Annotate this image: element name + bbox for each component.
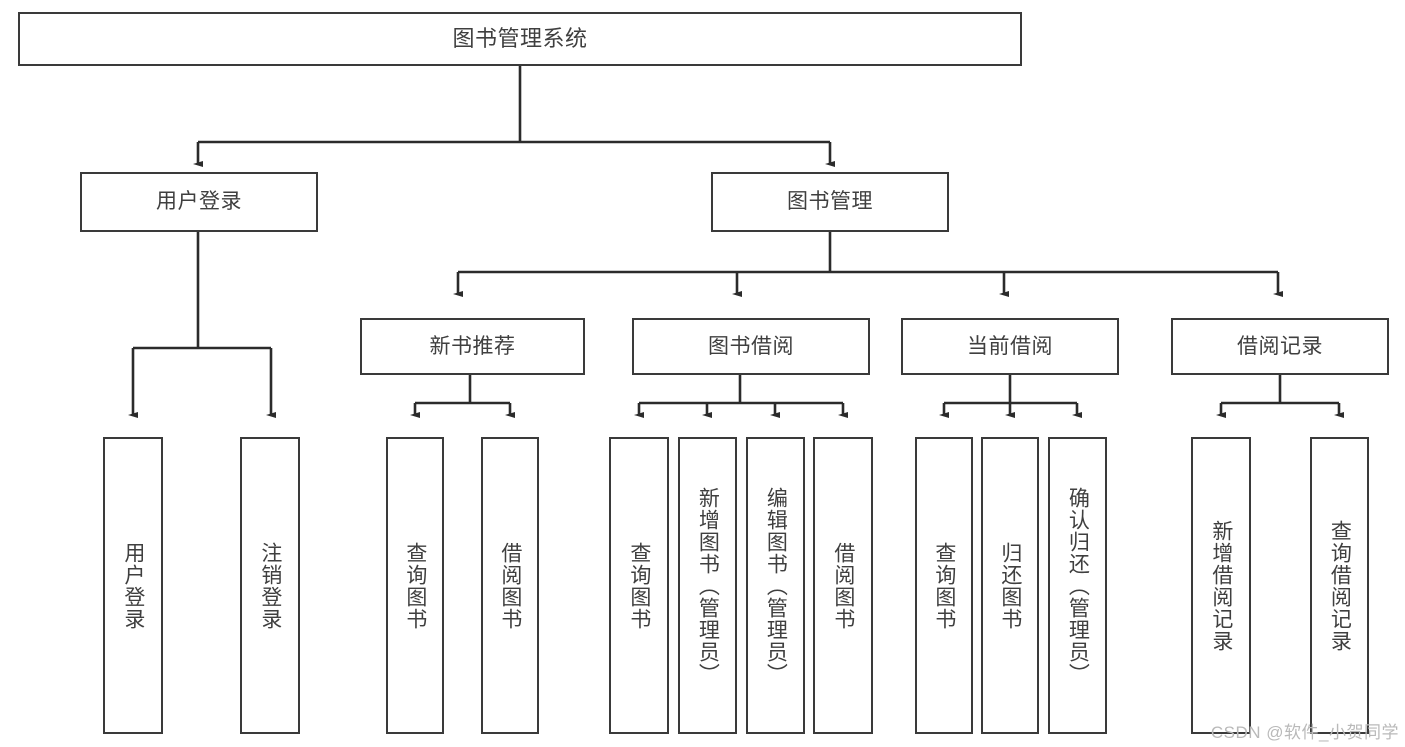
leaf-current-confirm-return-admin[interactable]: 确认归还（管理员）	[1048, 437, 1107, 734]
leaf-current-return-book[interactable]: 归还图书	[981, 437, 1039, 734]
leaf-new-book-borrow[interactable]: 借阅图书	[481, 437, 539, 734]
leaf-record-add-record[interactable]: 新增借阅记录	[1191, 437, 1251, 734]
leaf-borrow-add-book-admin[interactable]: 新增图书（管理员）	[678, 437, 737, 734]
leaf-record-query-record[interactable]: 查询借阅记录	[1310, 437, 1369, 734]
leaf-new-book-query[interactable]: 查询图书	[386, 437, 444, 734]
leaf-borrow-edit-book-admin[interactable]: 编辑图书（管理员）	[746, 437, 805, 734]
leaf-user-login-signin[interactable]: 用户登录	[103, 437, 163, 734]
node-book-management[interactable]: 图书管理	[711, 172, 949, 232]
leaf-current-query-book[interactable]: 查询图书	[915, 437, 973, 734]
leaf-borrow-query-book[interactable]: 查询图书	[609, 437, 669, 734]
node-user-login[interactable]: 用户登录	[80, 172, 318, 232]
node-book-borrow[interactable]: 图书借阅	[632, 318, 870, 375]
node-current-borrow[interactable]: 当前借阅	[901, 318, 1119, 375]
csdn-watermark: CSDN @软件_小贺同学	[1210, 723, 1399, 742]
node-borrow-record[interactable]: 借阅记录	[1171, 318, 1389, 375]
node-root-system[interactable]: 图书管理系统	[18, 12, 1022, 66]
leaf-borrow-borrow-book[interactable]: 借阅图书	[813, 437, 873, 734]
leaf-user-login-signout[interactable]: 注销登录	[240, 437, 300, 734]
node-new-book-recommend[interactable]: 新书推荐	[360, 318, 585, 375]
